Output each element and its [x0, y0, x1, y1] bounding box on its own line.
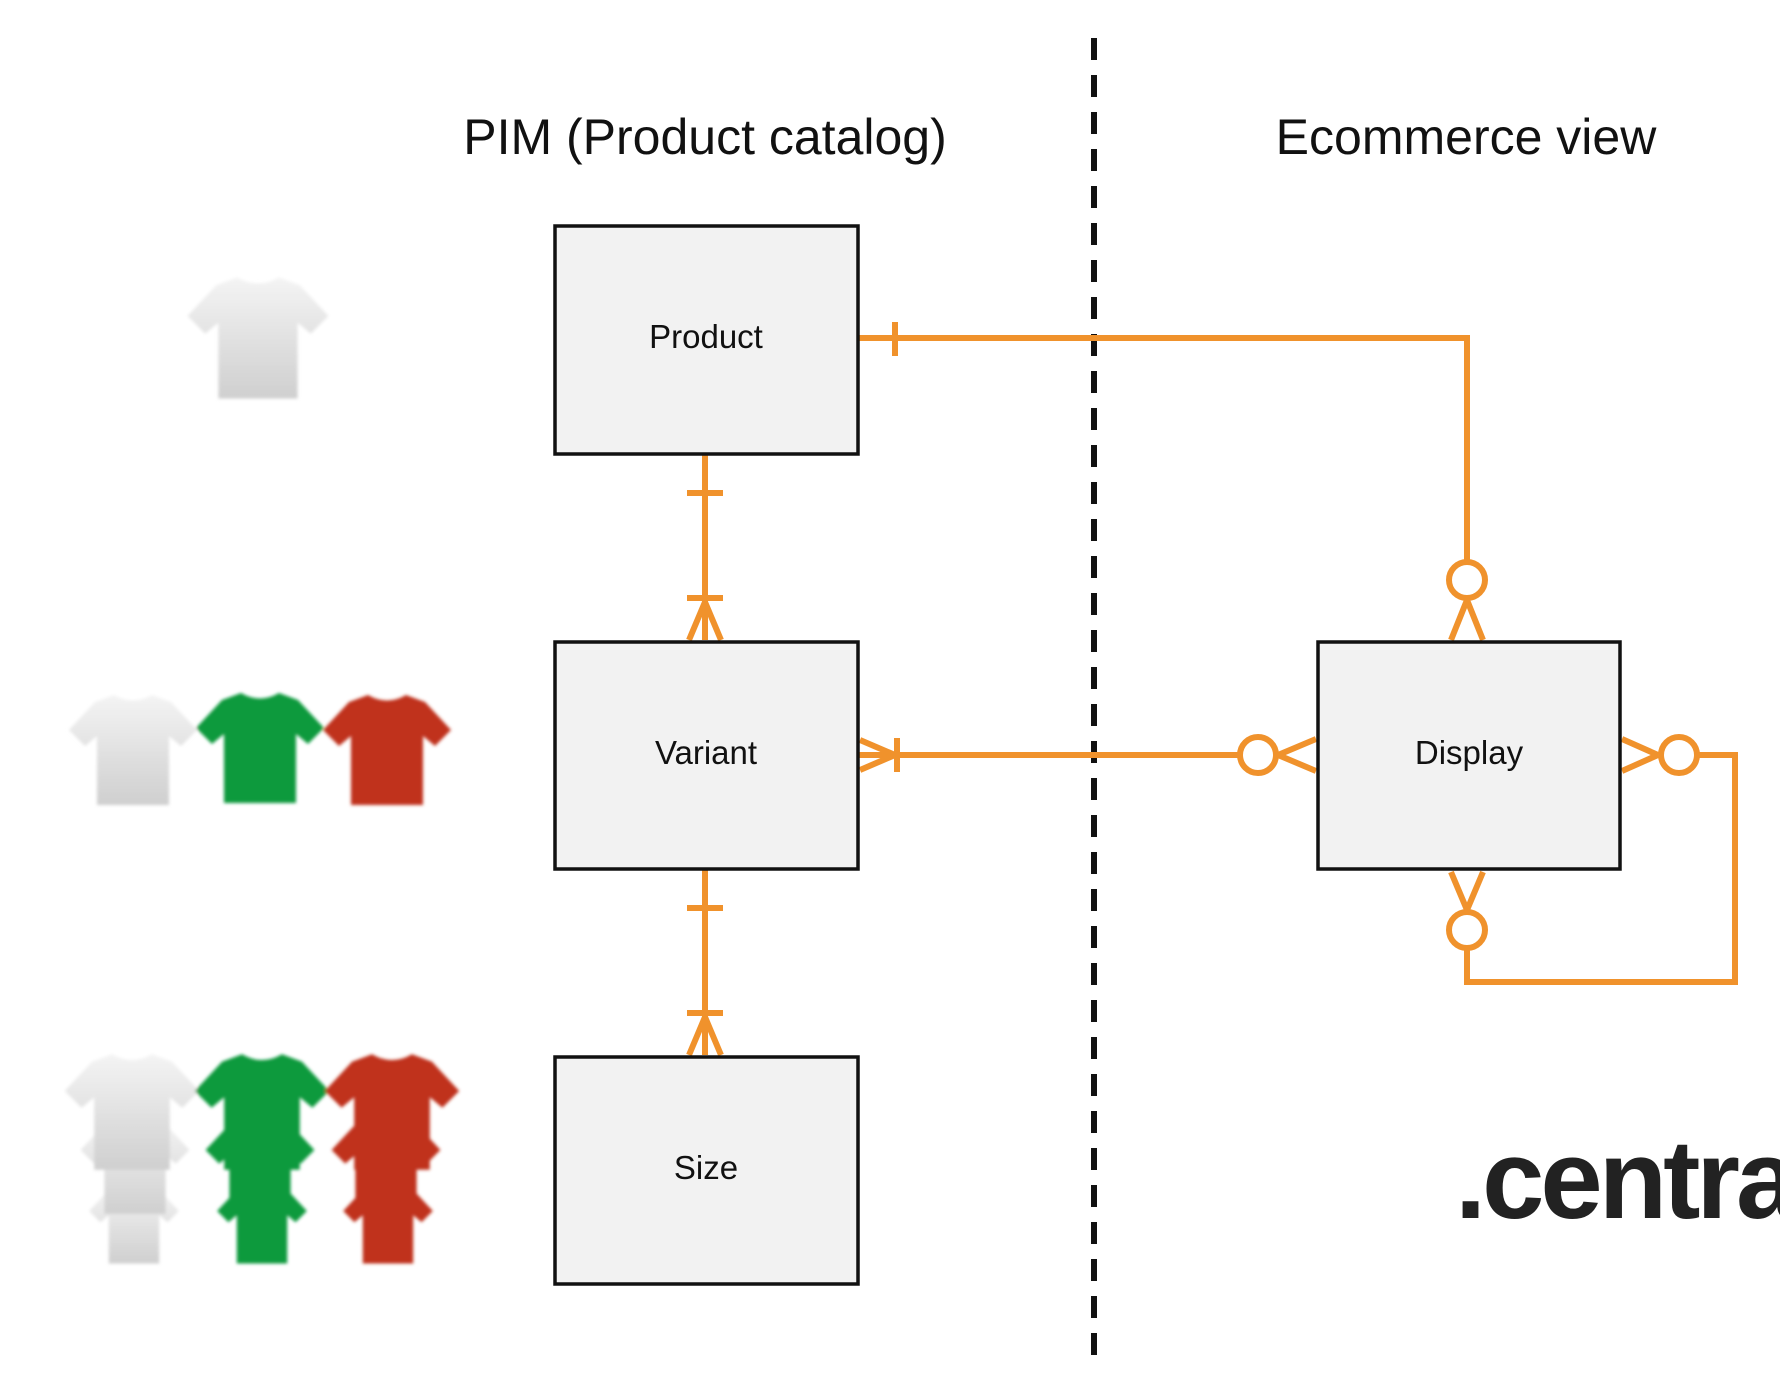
- entity-size[interactable]: Size: [553, 1055, 860, 1286]
- entity-display-label: Display: [1415, 734, 1524, 771]
- centra-logo-text: .centra: [1455, 1117, 1780, 1242]
- variant-tshirts-illustration: [69, 693, 451, 805]
- size-tshirts-illustration: [64, 1054, 460, 1264]
- entity-size-label: Size: [674, 1149, 738, 1186]
- relationship-product-variant: [686, 455, 724, 642]
- entity-product-label: Product: [649, 318, 763, 355]
- product-tshirt-illustration: [187, 277, 329, 399]
- centra-logo: .centra: [1455, 1117, 1780, 1242]
- entity-display[interactable]: Display: [1316, 640, 1622, 871]
- white-tshirt-icon: [69, 695, 197, 805]
- entity-variant-label: Variant: [655, 734, 757, 771]
- entity-variant[interactable]: Variant: [553, 640, 860, 871]
- red-tshirt-icon: [323, 695, 451, 805]
- ecommerce-section-title: Ecommerce view: [1276, 109, 1658, 165]
- pim-section-title: PIM (Product catalog): [463, 109, 947, 165]
- relationship-display-display: [1446, 734, 1738, 985]
- entity-product[interactable]: Product: [553, 224, 860, 456]
- green-tshirt-icon: [196, 693, 324, 803]
- relationship-product-display: [858, 322, 1488, 642]
- relationship-variant-size: [686, 870, 724, 1057]
- white-tshirt-icon: [187, 277, 329, 399]
- relationship-variant-display: [858, 734, 1318, 776]
